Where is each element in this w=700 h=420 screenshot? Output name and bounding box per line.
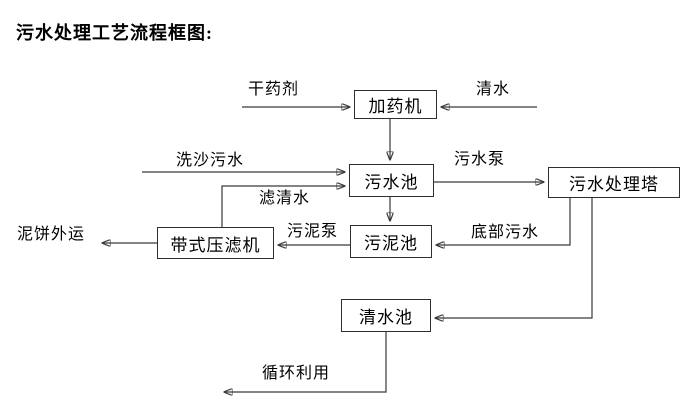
edge-label-sludge-pump: 污泥泵 — [287, 223, 339, 240]
edge-label-clean-water: 清水 — [476, 81, 511, 98]
edge-label-mud-cake-out: 泥饼外运 — [17, 226, 86, 243]
page-title: 污水处理工艺流程框图: — [16, 23, 213, 43]
node-sludge-pool: 污泥池 — [350, 225, 432, 258]
edge-label-sand-washing-sewage: 洗沙污水 — [176, 152, 245, 169]
node-dosing-machine: 加药机 — [354, 90, 437, 119]
edge-tower-to-clean-water-pool — [435, 198, 593, 318]
edge-label-recycle-use: 循环利用 — [262, 365, 331, 382]
node-belt-filter-press: 带式压滤机 — [157, 227, 274, 259]
edge-label-sewage-pump: 污水泵 — [454, 151, 506, 168]
edge-label-dry-agent: 干药剂 — [248, 81, 300, 98]
edge-filtered-water-to-sewage-pool — [221, 186, 345, 227]
node-clean-water-pool: 清水池 — [341, 299, 431, 332]
node-sewage-treatment-tower: 污水处理塔 — [548, 167, 680, 198]
edge-label-filtered-water: 滤清水 — [259, 190, 311, 207]
edge-recycle-out — [224, 332, 387, 392]
edge-label-bottom-sewage: 底部污水 — [471, 224, 540, 241]
edge-bottom-sewage-to-sludge-pool — [436, 198, 571, 245]
node-sewage-pool: 污水池 — [349, 164, 434, 197]
